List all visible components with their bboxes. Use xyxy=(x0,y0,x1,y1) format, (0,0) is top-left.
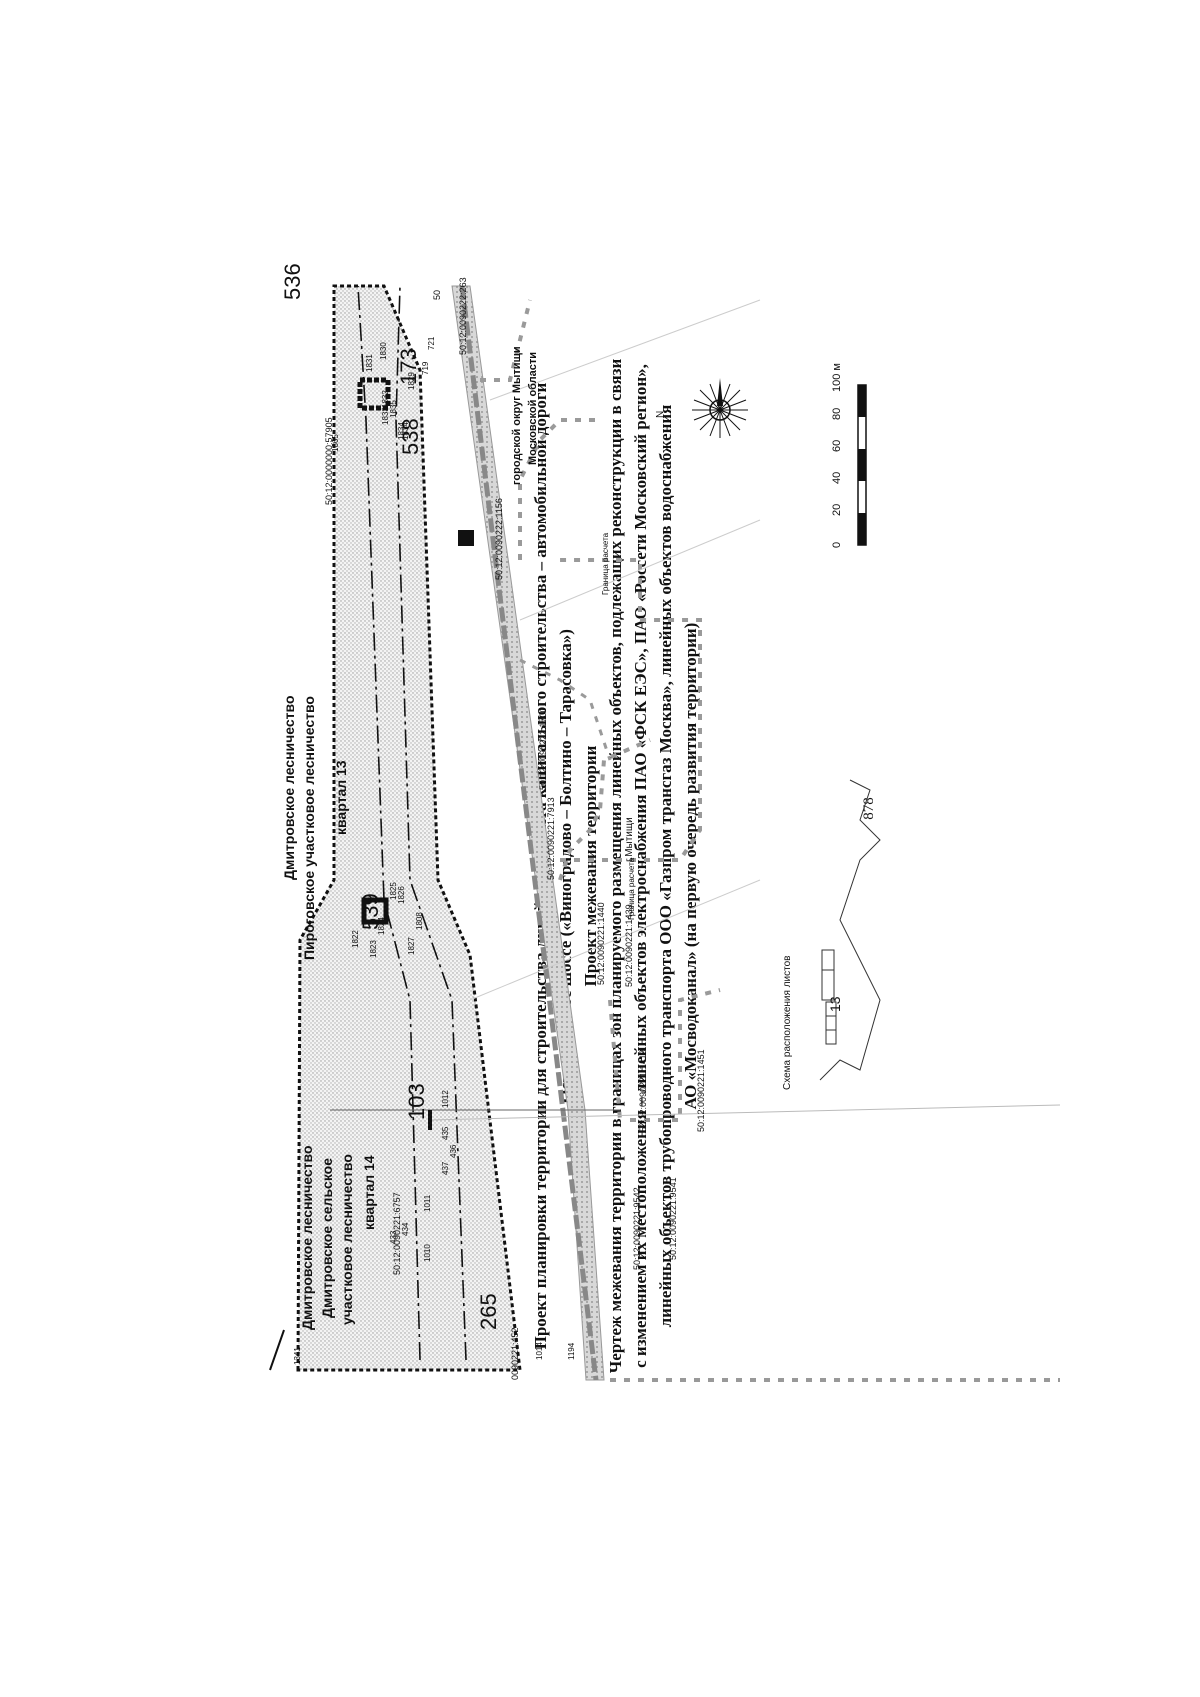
parcel-boundary-7 xyxy=(519,658,612,761)
point-number-15: 1826 xyxy=(397,886,406,904)
cadastral-label-10: 50:12:0090222:1156 xyxy=(494,498,504,580)
forestry-label-2: Дмитровское сельское xyxy=(319,1158,335,1318)
point-number-16: 1827 xyxy=(407,937,416,955)
point-number-23: 1835 xyxy=(389,400,398,418)
cadastral-label-2: 50:12:0090221:9542 xyxy=(632,1187,642,1270)
compass-rose xyxy=(692,378,748,438)
point-number-2: 1011 xyxy=(423,1194,432,1212)
cadastral-label-8: 50:12:0090221:7913 xyxy=(546,797,556,880)
border-label-2: Граница расчета xyxy=(601,532,610,595)
highway-edge xyxy=(459,285,599,1381)
point-number-21: 1833 xyxy=(381,407,390,425)
cadastral-label-11: 50:12:0000000:57905 xyxy=(324,417,334,505)
forestry-label-1: Дмитровское лесничество xyxy=(299,1146,315,1331)
point-number-11: 1822 xyxy=(351,930,360,948)
zone-number-536: 536 xyxy=(280,263,305,300)
north-label: N xyxy=(655,411,666,418)
scheme-sheet-13: 13 xyxy=(827,996,843,1012)
point-number-20: 1832 xyxy=(381,390,390,408)
scale-bar xyxy=(857,384,867,546)
thin-line-3 xyxy=(469,879,761,1001)
quarter-13-label: квартал 13 xyxy=(333,760,349,835)
forestry-label-3: участковое лесничество xyxy=(339,1154,355,1325)
scale-tick-1: 20 xyxy=(831,504,843,516)
thin-line-1 xyxy=(429,1104,1061,1121)
point-number-10: 1194 xyxy=(567,1342,576,1360)
point-number-25: 719 xyxy=(421,361,430,375)
quarter-14-label: квартал 14 xyxy=(361,1155,377,1230)
parcel-boundary-3 xyxy=(558,738,651,881)
point-number-28: 1834 xyxy=(397,422,406,440)
point-number-12: 1823 xyxy=(369,940,378,958)
cadastral-label-0: 0090221:452 xyxy=(510,1327,520,1380)
thin-line-5 xyxy=(489,299,761,401)
point-number-27: 1865 xyxy=(331,434,340,452)
point-number-18: 1830 xyxy=(379,342,388,360)
scale-tick-3: 60 xyxy=(831,440,843,452)
scale-tick-4: 80 xyxy=(831,408,843,420)
cadastral-label-13: 50 xyxy=(432,290,442,300)
border-label-1: Граница расчета xyxy=(627,857,636,920)
zone-number-173: 173 xyxy=(396,348,421,385)
point-number-13: 1824 xyxy=(377,917,386,935)
zone-number-539: 539 xyxy=(358,893,383,930)
point-number-7: 436 xyxy=(449,1144,458,1158)
scale-tick-5: 100 м xyxy=(831,363,843,392)
thin-line-4 xyxy=(519,519,761,621)
point-number-24: 1829 xyxy=(407,372,416,390)
scale-tick-2: 40 xyxy=(831,472,843,484)
point-number-17: 1808 xyxy=(415,912,424,930)
parcel-boundary-6 xyxy=(480,299,532,382)
forestry-label-5: Пироговское участковое лесничество xyxy=(301,696,317,960)
cadastral-label-3: 50:12:0090221:9541 xyxy=(668,1177,678,1260)
point-number-1: 1010 xyxy=(423,1244,432,1262)
point-number-19: 1831 xyxy=(365,354,374,372)
point-number-14: 1825 xyxy=(389,882,398,900)
point-number-8: 1012 xyxy=(441,1090,450,1108)
zone-axis-line-2 xyxy=(357,285,421,1361)
map-rotated-content xyxy=(269,284,1061,1382)
scheme-title: Схема расположения листов xyxy=(782,956,793,1090)
point-number-22: 1834 xyxy=(401,422,410,440)
cadastral-label-6: 50:12:0090221:1439 xyxy=(624,904,634,987)
point-number-0: 1341 xyxy=(293,1347,302,1365)
cadastral-label-7: 50:12:0090221:1440 xyxy=(596,902,606,985)
point-number-5: 437 xyxy=(441,1161,450,1175)
scale-tick-0: 0 xyxy=(831,542,843,548)
sheet-scheme xyxy=(819,779,881,1081)
point-number-26: 721 xyxy=(427,336,436,350)
city-label: г.Мытищи xyxy=(624,817,635,862)
point-number-4: 434 xyxy=(401,1222,410,1236)
cadastral-label-5: 50:12:0090221:1451 xyxy=(696,1049,706,1132)
okrug-label-1: городской округ Мытищи xyxy=(511,346,523,485)
zone-number-265: 265 xyxy=(476,1293,501,1330)
support-block xyxy=(458,530,474,546)
zone-axis-line-1 xyxy=(395,285,467,1361)
support-173 xyxy=(357,377,391,411)
parcel-boundary-4 xyxy=(560,558,702,862)
forestry-label-4: Дмитровское лесничество xyxy=(281,696,297,881)
cadastral-label-1: 50:12:0090221:6757 xyxy=(392,1192,402,1275)
leader-line-1341 xyxy=(269,1329,285,1371)
zone-number-103: 103 xyxy=(404,1083,429,1120)
point-number-9: 1014 xyxy=(535,1342,544,1360)
okrug-label-2: Московской области xyxy=(527,352,539,465)
cadastral-label-4: 50:12:0090221:1419 xyxy=(638,1049,648,1132)
cadastral-label-12: 50:12:0090222:263 xyxy=(458,277,468,355)
zone-number-538: 538 xyxy=(398,418,423,455)
cadastral-label-9: 50:12:0090222:1700 xyxy=(538,707,548,790)
point-number-6: 435 xyxy=(441,1126,450,1140)
point-number-3: 433 xyxy=(389,1230,398,1244)
support-539 xyxy=(361,897,389,925)
parcel-boundary-8 xyxy=(608,999,622,1121)
